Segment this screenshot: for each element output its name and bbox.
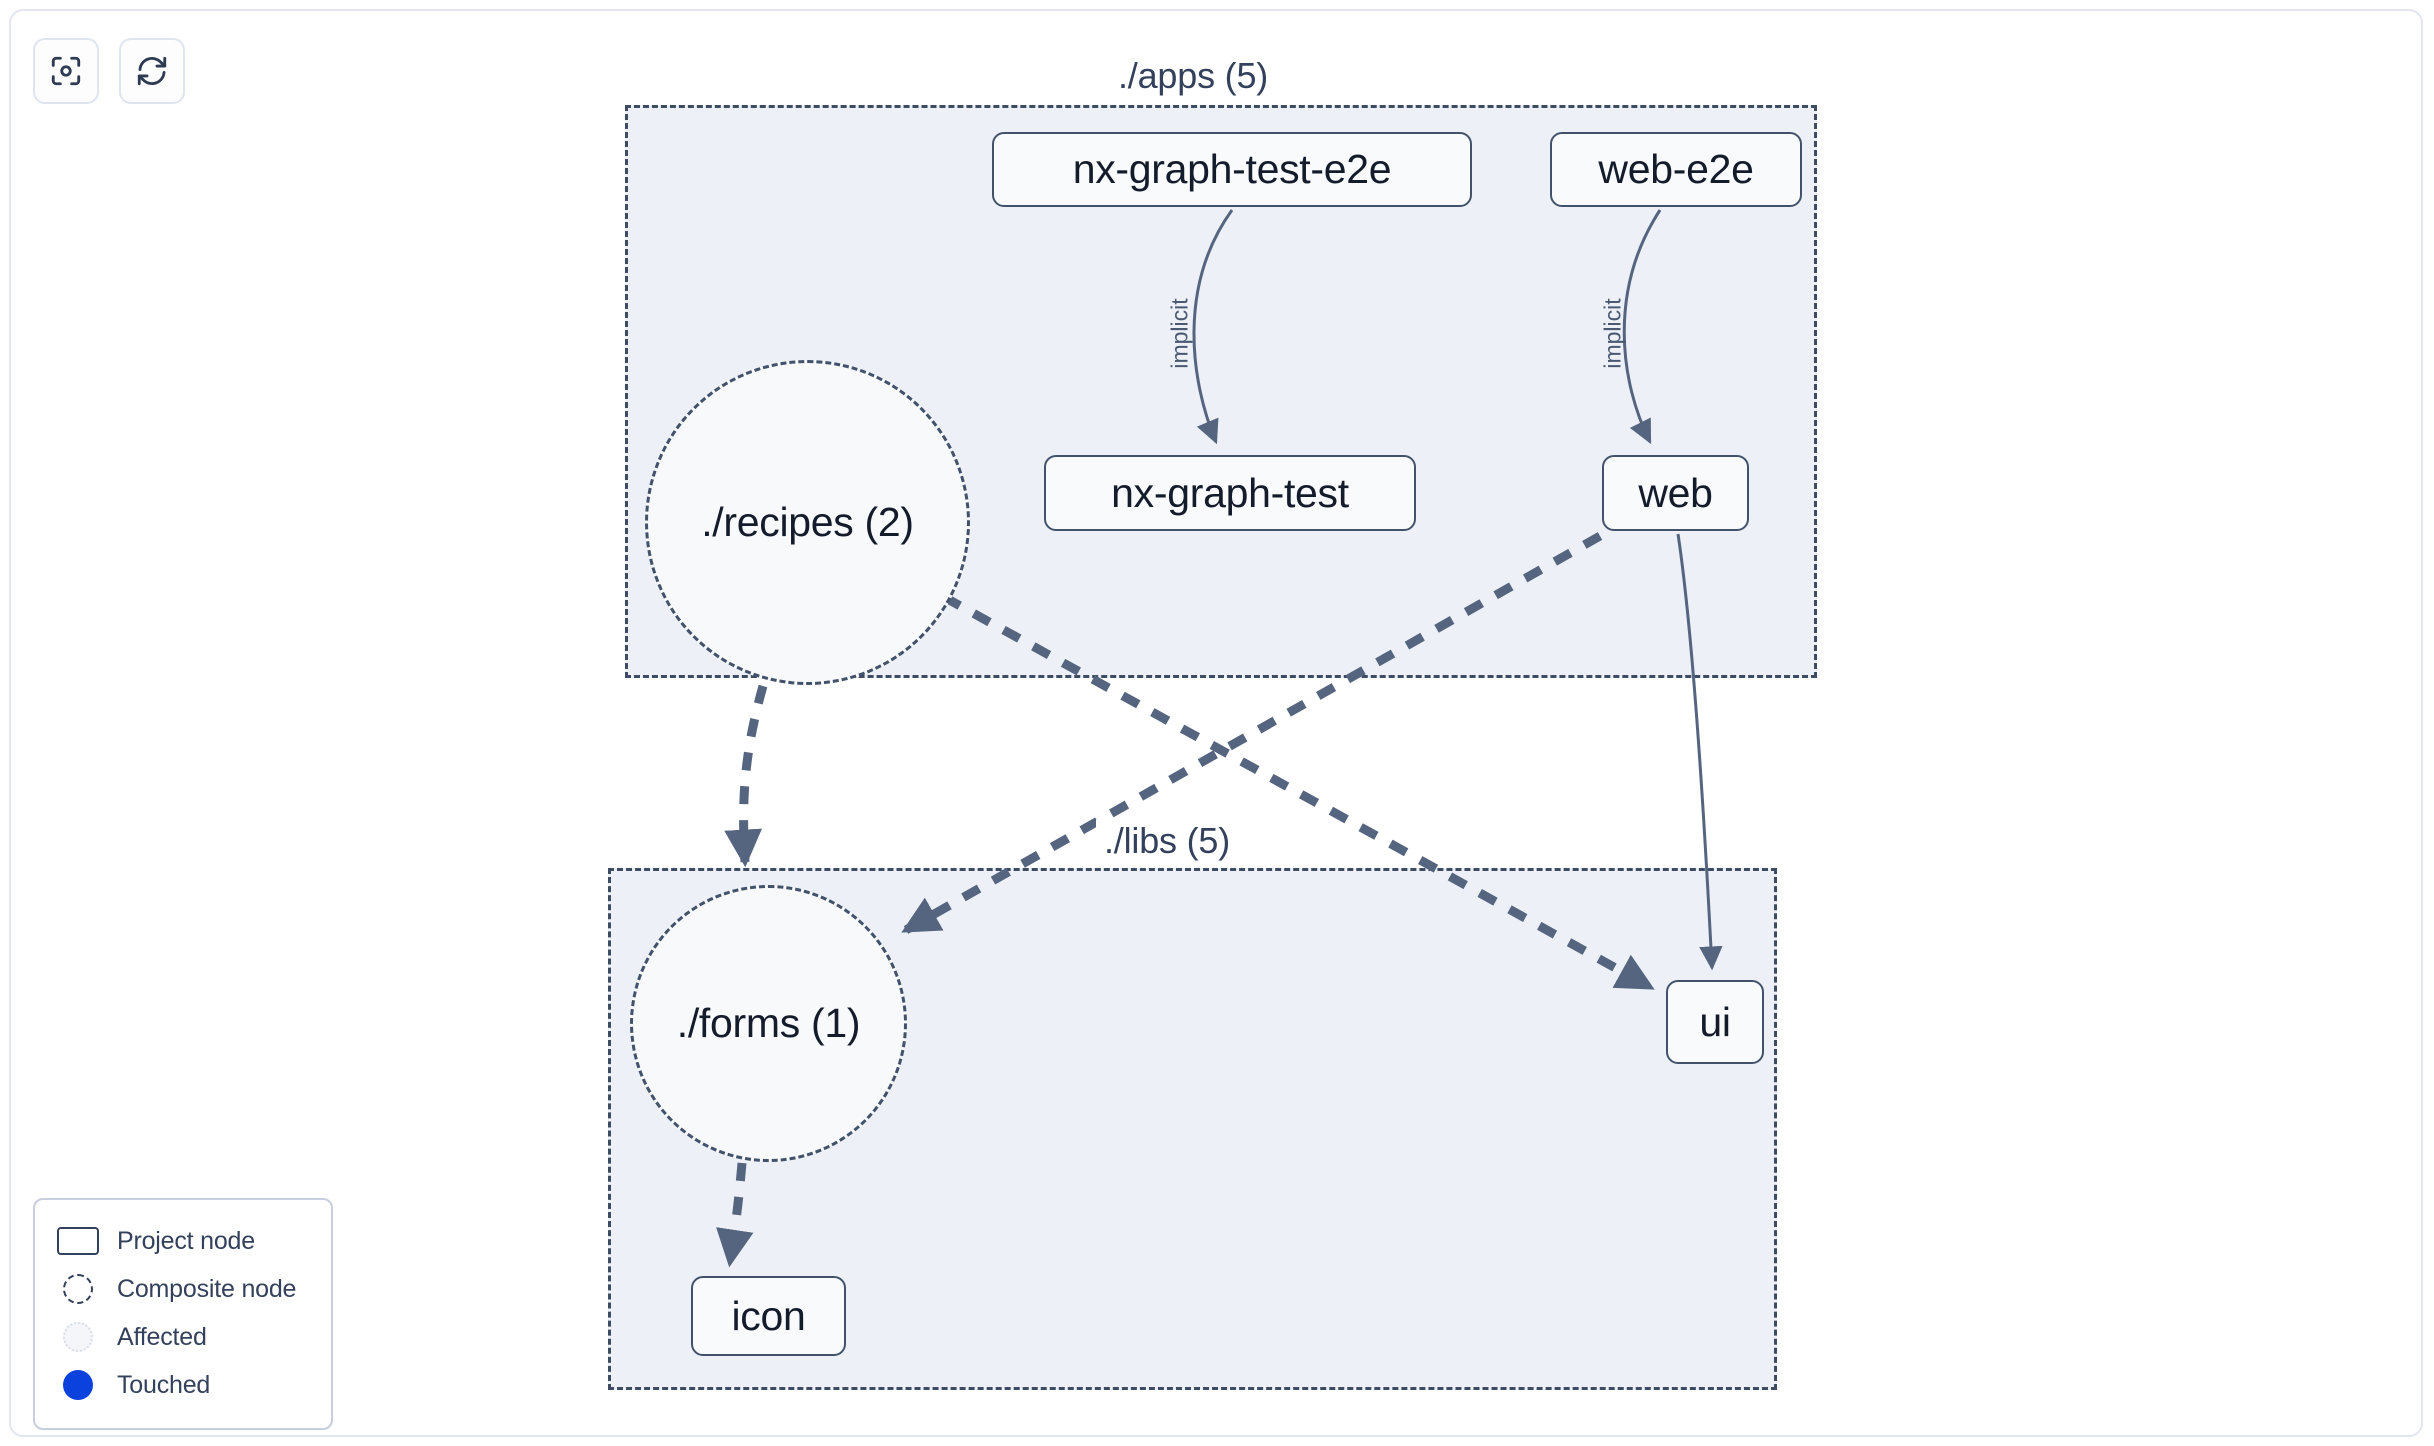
- legend-item-composite-node: Composite node: [55, 1265, 311, 1313]
- group-label-libs: ./libs (5): [1096, 820, 1239, 862]
- graph-toolbar: [33, 38, 185, 104]
- project-node-swatch: [55, 1227, 101, 1255]
- refresh-graph-button[interactable]: [119, 38, 185, 104]
- edge-label-implicit-web: implicit: [1599, 298, 1626, 369]
- legend-item-touched: Touched: [55, 1361, 311, 1409]
- focus-target-icon: [49, 54, 83, 88]
- node-icon[interactable]: icon: [691, 1276, 846, 1356]
- legend-item-project-node: Project node: [55, 1217, 311, 1265]
- refresh-icon: [135, 54, 169, 88]
- edge-label-implicit-nx-graph-test: implicit: [1166, 298, 1193, 369]
- node-web-e2e[interactable]: web-e2e: [1550, 132, 1802, 207]
- legend-label-composite-node: Composite node: [117, 1274, 297, 1303]
- legend-label-project-node: Project node: [117, 1226, 255, 1255]
- legend-item-affected: Affected: [55, 1313, 311, 1361]
- touched-swatch: [55, 1370, 101, 1400]
- node-web[interactable]: web: [1602, 455, 1749, 531]
- legend-label-touched: Touched: [117, 1370, 211, 1399]
- focus-graph-button[interactable]: [33, 38, 99, 104]
- legend-label-affected: Affected: [117, 1322, 207, 1351]
- node-nx-graph-test[interactable]: nx-graph-test: [1044, 455, 1416, 531]
- node-ui[interactable]: ui: [1666, 980, 1764, 1064]
- node-forms[interactable]: ./forms (1): [630, 885, 907, 1162]
- graph-legend: Project node Composite node Affected Tou…: [33, 1198, 333, 1430]
- composite-node-swatch: [55, 1274, 101, 1304]
- edge-recipes-to-forms: [724, 684, 768, 868]
- affected-swatch: [55, 1322, 101, 1352]
- group-label-apps: ./apps (5): [1110, 55, 1277, 97]
- node-recipes[interactable]: ./recipes (2): [645, 360, 970, 685]
- node-nx-graph-test-e2e[interactable]: nx-graph-test-e2e: [992, 132, 1472, 207]
